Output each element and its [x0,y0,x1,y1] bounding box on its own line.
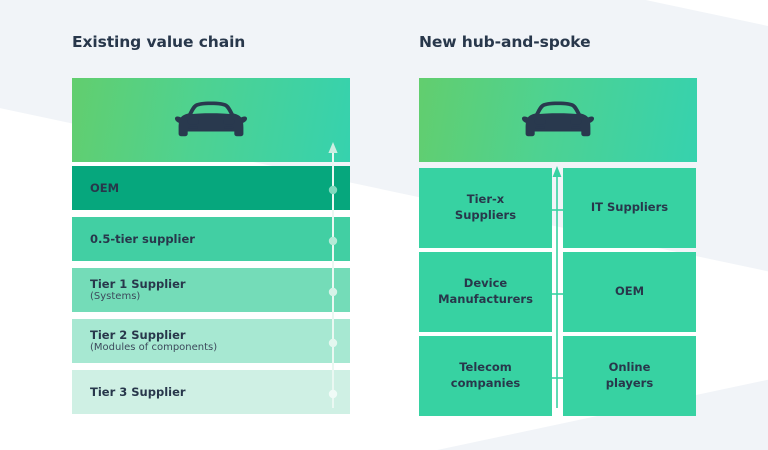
hub-spoke-flow-arrow [550,166,564,408]
hub-cell-label: Tier-x Suppliers [454,192,517,222]
hub-cell-label: OEM [614,284,645,299]
left-hero-banner [72,78,350,162]
car-front-icon [174,101,248,137]
hub-cell-label: IT Suppliers [590,200,669,215]
tier-label: Tier 3 Supplier [90,384,186,399]
tier-label: OEM [90,180,120,195]
value-chain-flow-arrow [328,142,338,408]
right-hero-banner [419,78,697,162]
left-panel-title: Existing value chain [72,33,246,51]
hub-cell[interactable]: Tier-x Suppliers [419,168,552,248]
right-panel-title: New hub-and-spoke [419,33,591,51]
hub-cell-label: Device Manufacturers [438,276,533,306]
hub-cell-label: Online players [605,360,654,390]
hub-cell[interactable]: Telecom companies [419,336,552,416]
tier-label: Tier 1 Supplier [90,276,186,291]
tier-sublabel: (Systems) [90,290,141,302]
hub-cell-label: Telecom companies [450,360,521,390]
tier-label: 0.5-tier supplier [90,231,195,246]
tier-row[interactable]: OEM [72,166,350,210]
hub-cell[interactable]: OEM [563,252,696,332]
tier-sublabel: (Modules of components) [90,341,218,353]
hub-cell[interactable]: Device Manufacturers [419,252,552,332]
hub-cell[interactable]: IT Suppliers [563,168,696,248]
tier-label: Tier 2 Supplier [90,327,186,342]
tier-row[interactable]: 0.5-tier supplier [72,217,350,261]
hub-cell[interactable]: Online players [563,336,696,416]
tier-row[interactable]: Tier 1 Supplier (Systems) [72,268,350,312]
tier-row[interactable]: Tier 2 Supplier (Modules of components) [72,319,350,363]
car-front-icon [521,101,595,137]
tier-row[interactable]: Tier 3 Supplier [72,370,350,414]
